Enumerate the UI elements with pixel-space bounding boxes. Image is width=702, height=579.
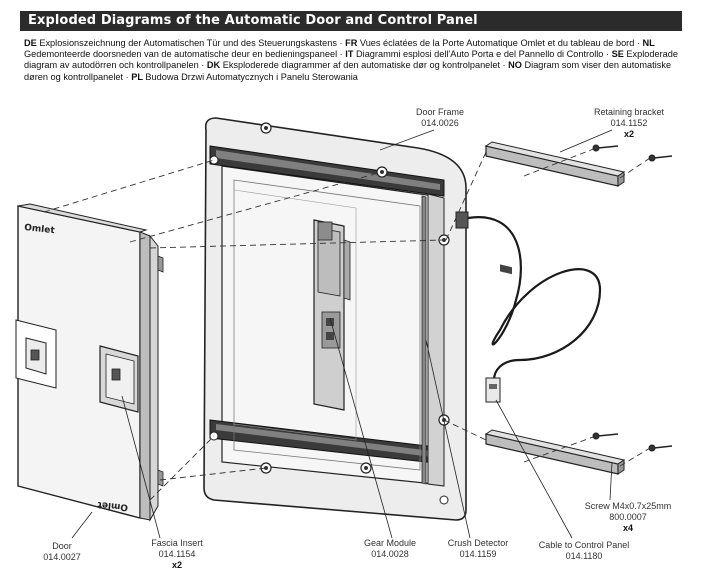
- label-cable-code: 014.1180: [566, 551, 603, 561]
- gear-module-part: [313, 219, 351, 411]
- intro-language-code: IT: [345, 49, 357, 60]
- label-crush-detector-name: Crush Detector: [448, 538, 509, 548]
- label-door-name: Door: [52, 541, 72, 551]
- intro-language-code: PL: [131, 71, 146, 82]
- label-screw-qty: x4: [623, 523, 633, 533]
- intro-language-text: Diagram som viser den automatiske døren …: [24, 60, 672, 82]
- page-title: Exploded Diagrams of the Automatic Door …: [28, 13, 478, 28]
- intro-language-text: Budowa Drzwi Automatycznych i Panelu Ste…: [145, 71, 358, 82]
- intro-language-text: Exploderade diagram av autodörren och ko…: [24, 49, 678, 71]
- intro-separator: ·: [500, 60, 509, 71]
- label-gear-module-name: Gear Module: [364, 538, 416, 548]
- intro-language-code: SE: [611, 49, 627, 60]
- label-fascia-code: 014.1154: [159, 549, 196, 559]
- door-part: Omlet Omlet: [15, 203, 164, 522]
- leader-lines: [71, 129, 613, 539]
- intro-language-text: Diagrammi esplosi dell'Auto Porta e del …: [356, 49, 604, 60]
- intro-language-text: Gedemonteerde doorsneden van de automati…: [24, 49, 338, 60]
- assembly-lines: [43, 147, 651, 501]
- label-crush-detector-code: 014.1159: [460, 549, 497, 559]
- label-door-frame-code: 014.0026: [421, 118, 459, 128]
- label-retaining-bracket-name: Retaining bracket: [594, 107, 665, 117]
- door-logo: Omlet: [24, 223, 56, 236]
- intro-language-code: NO: [508, 60, 525, 71]
- intro-separator: ·: [337, 49, 346, 60]
- retaining-bracket-bottom: [484, 429, 626, 475]
- screw-parts: [592, 144, 673, 452]
- label-fascia-name: Fascia Insert: [151, 538, 203, 548]
- intro-language-code: DK: [206, 60, 223, 71]
- intro-language-text: Eksploderede diagrammer af den automatis…: [222, 60, 500, 71]
- intro-text: DE Explosionszeichnung der Automatischen…: [24, 38, 684, 83]
- intro-separator: ·: [336, 38, 346, 48]
- intro-language-code: NL: [642, 38, 655, 48]
- title-bar: Exploded Diagrams of the Automatic Door …: [20, 11, 682, 31]
- cable-part: [467, 216, 602, 403]
- intro-language-code: DE: [24, 38, 40, 48]
- intro-language-code: FR: [345, 38, 360, 48]
- label-cable-name: Cable to Control Panel: [539, 540, 630, 550]
- label-retaining-bracket-qty: x2: [624, 129, 634, 139]
- intro-separator: ·: [603, 49, 612, 60]
- retaining-bracket-top: [484, 141, 626, 275]
- fascia-insert-part: [99, 345, 139, 413]
- intro-language-text: Explosionszeichnung der Automatischen Tü…: [39, 38, 337, 48]
- intro-separator: ·: [198, 60, 207, 71]
- intro-separator: ·: [123, 71, 132, 82]
- label-screw-name: Screw M4x0.7x25mm: [585, 501, 672, 511]
- label-door-code: 014.0027: [43, 552, 81, 562]
- crush-detector-part: [421, 195, 427, 485]
- label-screw-code: 800.0007: [609, 512, 647, 522]
- intro-separator: ·: [634, 38, 643, 48]
- label-door-frame-name: Door Frame: [416, 107, 464, 117]
- intro-language-text: Vues éclatées de la Porte Automatique Om…: [359, 38, 635, 48]
- label-gear-module-code: 014.0028: [371, 549, 409, 559]
- label-retaining-bracket-code: 014.1152: [611, 118, 648, 128]
- label-fascia-qty: x2: [172, 560, 182, 570]
- door-logo-mirrored: Omlet: [96, 499, 128, 512]
